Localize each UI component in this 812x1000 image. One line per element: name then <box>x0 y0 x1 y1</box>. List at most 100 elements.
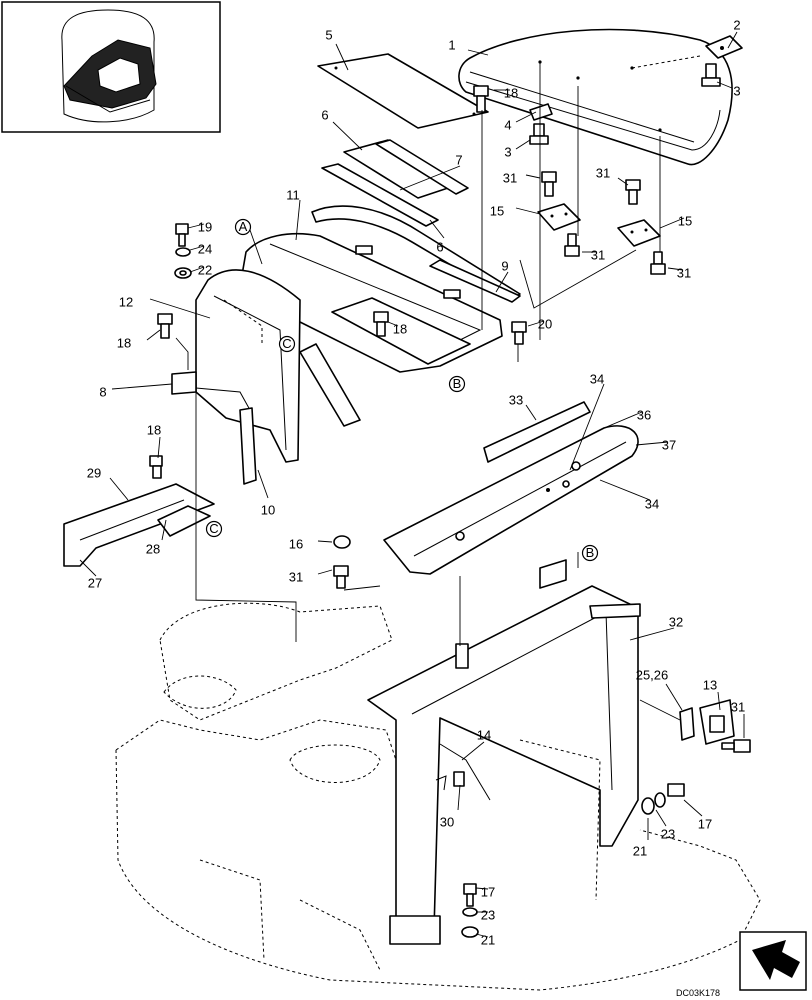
bolt-part-31-bracket <box>721 739 751 753</box>
callout-label-c21a: 21 <box>633 843 647 858</box>
callout-label-c8: 8 <box>99 384 106 399</box>
callout-leader-c1 <box>467 49 489 56</box>
spring-part-30 <box>435 771 465 791</box>
callout-leader-c16 <box>317 540 333 543</box>
plate-part-37 <box>383 425 639 575</box>
ref-marker-letter: A <box>239 219 248 234</box>
callout-leader-c31a <box>525 174 541 179</box>
callout-leader-c3b <box>515 139 531 150</box>
callout-leader-c36 <box>603 411 643 429</box>
ref-marker-circle <box>234 218 252 236</box>
callout-label-c23b: 23 <box>481 907 495 922</box>
callout-leader-c13 <box>717 691 721 711</box>
callout-leader-c19 <box>187 223 205 229</box>
callout-label-c9: 9 <box>501 258 508 273</box>
ref-marker-letter: C <box>282 336 291 351</box>
callout-leader-c37 <box>635 441 669 446</box>
ref-marker-mA: A <box>234 218 252 236</box>
strip-part-10 <box>239 407 257 485</box>
callout-label-c3a: 3 <box>733 83 740 98</box>
callout-label-c13: 13 <box>703 677 717 692</box>
callout-label-c16: 16 <box>289 536 303 551</box>
callout-label-c19: 19 <box>198 219 212 234</box>
bracket-part-13 <box>699 699 735 745</box>
bolts-part-31-hinges <box>541 171 666 275</box>
callout-leader-c24 <box>189 245 205 251</box>
hardware-19-24-22 <box>174 223 192 279</box>
callout-label-c7: 7 <box>455 152 462 167</box>
callout-label-c18a: 18 <box>504 85 518 100</box>
callout-label-c11: 11 <box>286 187 300 202</box>
callout-leader-c18b <box>146 329 161 341</box>
callout-label-c29: 29 <box>87 465 101 480</box>
ref-marker-circle <box>581 544 599 562</box>
callout-label-c31d: 31 <box>677 265 691 280</box>
callout-label-c34a: 34 <box>590 371 604 386</box>
callout-label-c36: 36 <box>637 407 651 422</box>
callout-leader-c9 <box>495 271 509 293</box>
callout-label-c31c: 31 <box>591 247 605 262</box>
callout-label-c6b: 6 <box>436 239 443 254</box>
hardware-17-23-21-bottom <box>461 883 479 938</box>
rail-part-9 <box>429 259 521 303</box>
callout-label-c31a: 31 <box>503 170 517 185</box>
callout-label-c2526: 25,26 <box>636 667 669 682</box>
hardware-16-31-lower <box>333 535 351 589</box>
counterweight-cover-part-1 <box>458 28 733 166</box>
callout-label-c4: 4 <box>504 117 511 132</box>
callout-label-c10: 10 <box>261 502 275 517</box>
ref-marker-letter: B <box>453 376 462 391</box>
callout-label-c37: 37 <box>662 437 676 452</box>
callout-leader-c17a <box>683 799 703 817</box>
callout-label-c33: 33 <box>509 392 523 407</box>
callout-label-c18d: 18 <box>147 422 161 437</box>
bolts-part-18-20 <box>157 311 527 345</box>
callout-label-c20: 20 <box>538 316 552 331</box>
bolt-part-3 <box>701 63 721 87</box>
callout-label-c31f: 31 <box>731 699 745 714</box>
weatherstrip-under-cover <box>299 343 361 427</box>
hinge-part-15-right <box>617 219 661 247</box>
callout-leader-c14 <box>461 741 485 761</box>
callout-leader-c27 <box>79 559 97 577</box>
callout-leader-c34b <box>599 479 651 501</box>
callout-label-c18b: 18 <box>117 335 131 350</box>
callout-label-c3b: 3 <box>504 144 511 159</box>
machine-body-outline <box>115 602 761 991</box>
callout-leader-c20 <box>527 320 545 327</box>
callout-leader-c17b <box>475 887 489 890</box>
callout-label-c17b: 17 <box>481 884 495 899</box>
bracket-part-28 <box>157 505 211 537</box>
callout-leader-c10 <box>257 469 269 499</box>
bolt-part-18-top <box>473 85 489 113</box>
clip-part-14 <box>439 743 491 801</box>
callout-label-c18c: 18 <box>393 321 407 336</box>
callout-leader-c32 <box>629 627 675 641</box>
callout-leader-c21b <box>475 933 489 938</box>
callout-label-c12: 12 <box>119 294 133 309</box>
callout-label-c15a: 15 <box>490 203 504 218</box>
ref-marker-letter: B <box>586 545 595 560</box>
callout-label-c21b: 21 <box>481 932 495 947</box>
callout-leader-c15a <box>515 207 541 215</box>
support-bar-part-33 <box>483 401 591 463</box>
callout-leader-c6a <box>332 121 363 151</box>
callout-leader-c6b <box>429 219 445 239</box>
callout-label-c31e: 31 <box>289 569 303 584</box>
hinge-part-15-left <box>537 203 581 231</box>
callout-label-c1: 1 <box>448 37 455 52</box>
callout-leader-c11 <box>295 199 301 241</box>
callout-leader-c18d <box>157 436 161 459</box>
ref-marker-mB1: B <box>448 375 466 393</box>
hardware-17-23-21-right <box>641 783 685 815</box>
location-inset <box>1 1 221 133</box>
callout-leader-c7 <box>399 165 461 191</box>
callout-leader-c5 <box>335 43 349 71</box>
ref-marker-circle <box>205 520 223 538</box>
callout-label-c27: 27 <box>88 575 102 590</box>
ref-marker-circle <box>278 335 296 353</box>
callout-leader-c12 <box>149 298 211 319</box>
